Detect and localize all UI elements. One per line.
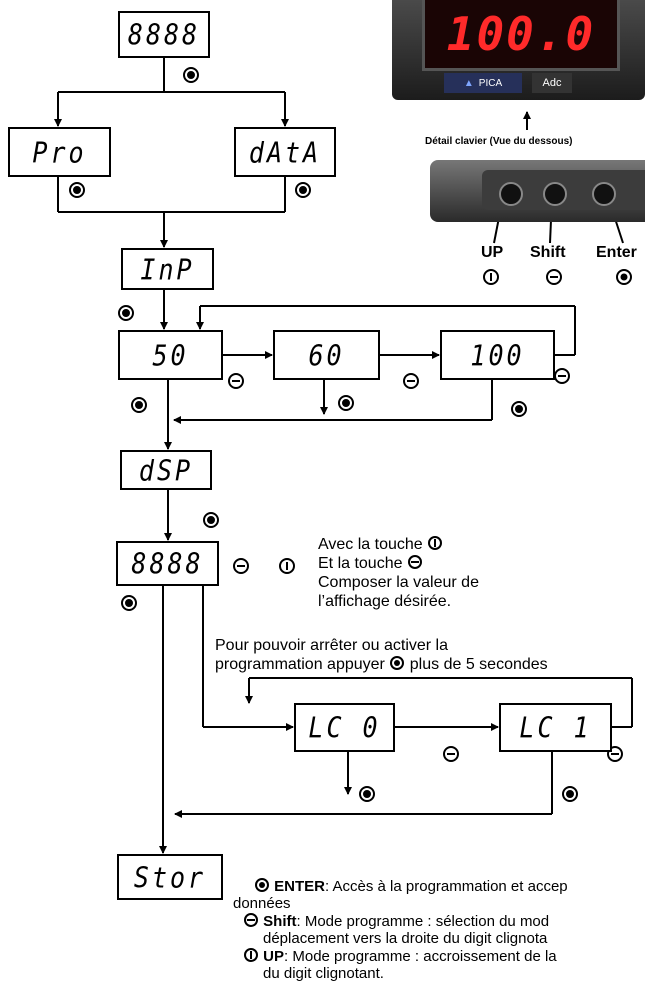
up-icon [484,270,498,284]
display-inp: InP [121,248,214,290]
instruction-line-4: l’affichage désirée. [318,592,479,611]
display-option-100-text: 100 [470,341,524,370]
display-value-text: 8888 [131,549,203,578]
programming-note: Pour pouvoir arrêter ou activer la progr… [215,636,548,674]
display-option-100: 100 [440,330,555,380]
legend-enter-cont: données [233,895,568,912]
display-stor: Stor [117,854,223,900]
up-icon [243,947,259,963]
shift-icon [547,270,561,284]
legend-enter-key: ENTER [274,878,325,895]
display-start-text: 8888 [128,20,200,49]
device-unit-plate: Adc [532,73,572,93]
device-display-value: 100.0 [447,7,595,61]
legend-up: UP: Mode programme : accroissement de la [243,947,568,965]
device-keyboard-photo [430,160,645,222]
up-icon [427,535,443,551]
device-front-photo: 100.0 ▲ PICA Adc [392,0,645,100]
legend-shift-key: Shift [263,913,296,930]
display-pro: Pro [8,127,111,177]
display-inp-text: InP [140,255,194,284]
programming-note-line-2: programmation appuyer plus de 5 secondes [215,655,548,674]
enter-icon [254,877,270,893]
display-data: dAtA [234,127,336,177]
display-lc1: LC 1 [499,703,612,752]
legend-shift-cont: déplacement vers la droite du digit clig… [263,930,568,947]
display-lc0-text: LC 0 [308,713,380,742]
shift-icon [407,554,423,570]
display-stor-text: Stor [134,863,206,892]
key-symbols-row [476,266,645,288]
instruction-line-1: Avec la touche [318,535,479,554]
legend-up-cont: du digit clignotant. [263,965,568,982]
programming-note-line-2b: plus de 5 secondes [410,656,548,673]
key-label-enter: Enter [596,244,637,262]
key-label-up: UP [481,244,503,262]
instruction-line-2: Et la touche [318,554,479,573]
legend: ENTER: Accès à la programmation et accep… [233,877,568,982]
display-start: 8888 [118,11,210,58]
device-display-window: 100.0 [422,0,620,71]
display-dsp-text: dSP [139,456,193,485]
legend-up-key: UP [263,948,284,965]
up-key-icon [499,182,523,206]
display-option-50-text: 50 [152,341,188,370]
instruction-block: Avec la touche Et la touche Composer la … [318,535,479,611]
instruction-line-3: Composer la valeur de [318,573,479,592]
display-lc0: LC 0 [294,703,395,752]
display-dsp: dSP [120,450,212,490]
keyboard-caption: Détail clavier (Vue du dessous) [425,136,572,147]
display-option-50: 50 [118,330,223,380]
display-value: 8888 [116,541,219,586]
display-data-text: dAtA [249,138,321,167]
legend-enter: ENTER: Accès à la programmation et accep [256,877,568,895]
programming-note-line-2a: programmation appuyer [215,656,385,673]
programming-note-line-1: Pour pouvoir arrêter ou activer la [215,636,548,655]
enter-key-icon [592,182,616,206]
legend-shift: Shift: Mode programme : sélection du mod [243,912,568,930]
device-unit: Adc [543,77,562,89]
display-pro-text: Pro [32,138,86,167]
legend-up-text: : Mode programme : accroissement de la [284,948,557,965]
enter-icon [617,270,631,284]
legend-enter-text: : Accès à la programmation et accep [325,878,568,895]
enter-icon [389,655,405,671]
instruction-line-2-text: Et la touche [318,555,403,572]
shift-key-icon [543,182,567,206]
device-brand: PICA [479,78,502,89]
display-lc1-text: LC 1 [519,713,591,742]
key-label-shift: Shift [530,244,566,262]
legend-shift-text: : Mode programme : sélection du mod [297,913,550,930]
device-brand-plate: ▲ PICA [444,73,522,93]
instruction-line-1-text: Avec la touche [318,536,423,553]
pica-logo-icon: ▲ [464,78,474,89]
display-option-60: 60 [273,330,380,380]
up-icon [280,559,294,573]
display-option-60-text: 60 [308,341,344,370]
shift-icon [243,912,259,928]
